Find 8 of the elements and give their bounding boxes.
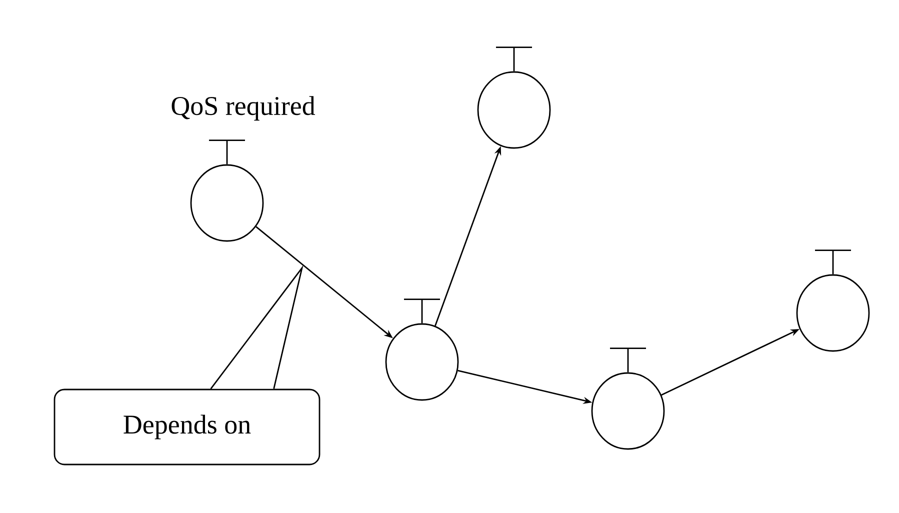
pin-circle: [385, 298, 459, 401]
pin-circle: [796, 250, 870, 352]
callout-box: Depends on: [54, 388, 320, 466]
callout-pointer: [210, 264, 304, 390]
pin-circle: [477, 46, 551, 149]
pin-circle: [591, 348, 665, 450]
node-caption: QoS required: [172, 96, 316, 121]
pin-circle: [190, 140, 264, 242]
